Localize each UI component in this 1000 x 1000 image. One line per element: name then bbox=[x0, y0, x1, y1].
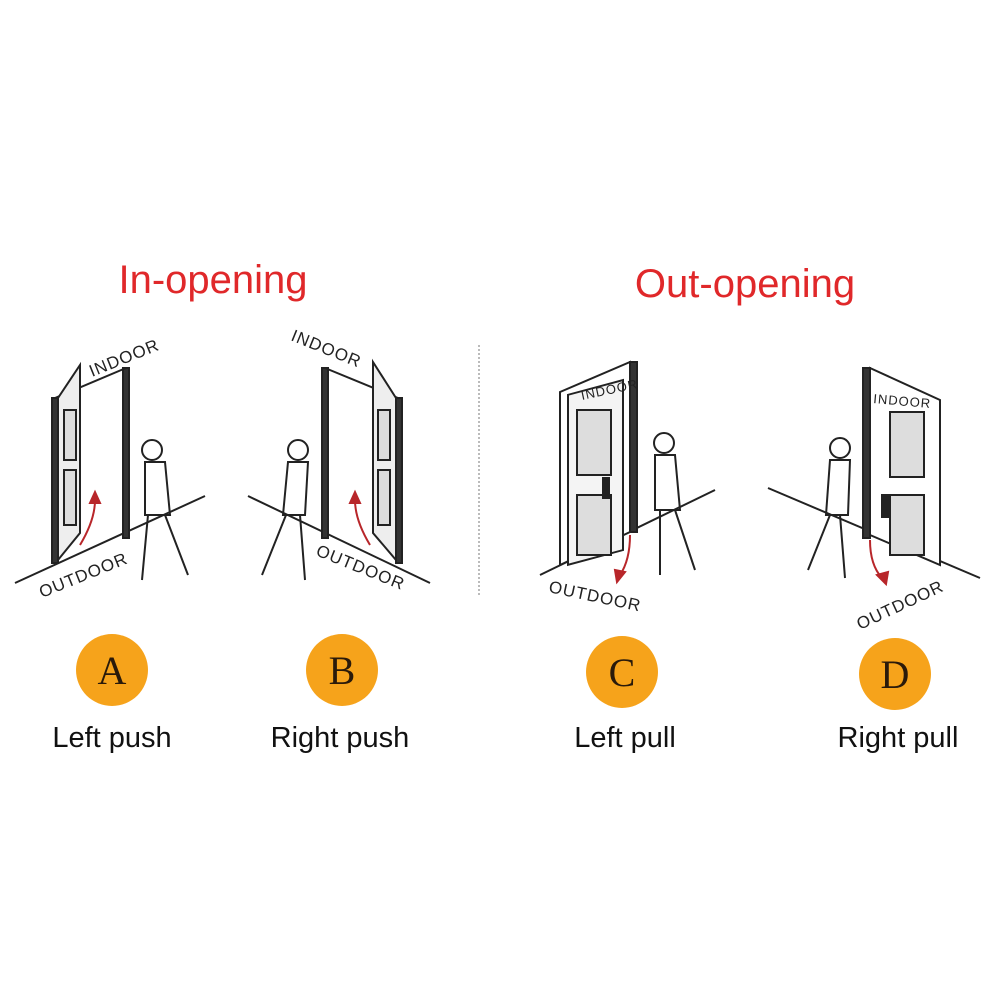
outdoor-label: OUTDOOR bbox=[547, 577, 643, 615]
option-c-badge: C bbox=[586, 636, 658, 708]
scene-left-push: INDOOR OUTDOOR bbox=[14, 335, 206, 602]
outdoor-label: OUTDOOR bbox=[36, 549, 130, 602]
option-a-label: Left push bbox=[52, 722, 172, 754]
indoor-label: INDOOR bbox=[873, 391, 932, 411]
scene-right-pull: INDOOR OUTDOOR bbox=[767, 366, 981, 634]
scene-right-push: INDOOR OUTDOOR bbox=[247, 326, 431, 594]
option-d-label: Right pull bbox=[837, 722, 959, 754]
in-opening-title: In-opening bbox=[118, 258, 308, 302]
outdoor-label: OUTDOOR bbox=[854, 577, 947, 634]
option-b-badge: B bbox=[306, 634, 378, 706]
section-divider bbox=[478, 345, 480, 595]
out-opening-title: Out-opening bbox=[634, 262, 856, 306]
option-a-badge: A bbox=[76, 634, 148, 706]
option-b-label: Right push bbox=[270, 722, 410, 754]
indoor-label: INDOOR bbox=[289, 326, 365, 371]
option-c-label: Left pull bbox=[574, 722, 676, 754]
option-d-badge: D bbox=[859, 638, 931, 710]
scene-left-pull: INDOOR OUTDOOR bbox=[539, 360, 716, 615]
